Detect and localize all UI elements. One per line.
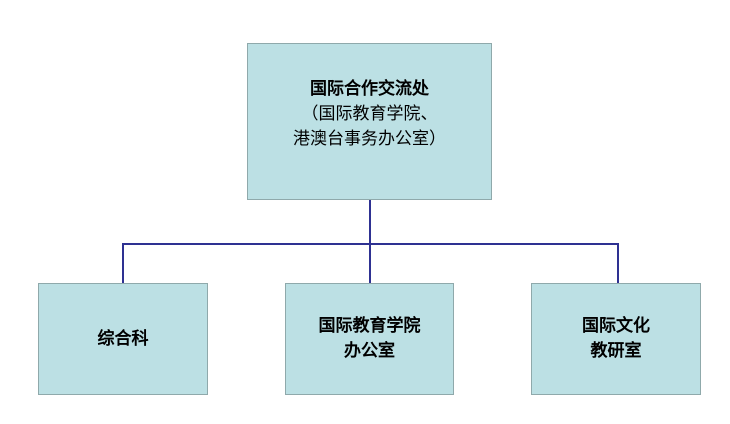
child-label: 国际教育学院: [318, 316, 421, 336]
child-label: 国际文化: [582, 316, 650, 336]
root-subtitle-2: 港澳台事务办公室）: [293, 129, 446, 149]
connector-child-3: [617, 243, 619, 283]
child-label: 综合科: [97, 328, 149, 349]
child-node-general: 综合科: [38, 283, 208, 395]
child-node-intl-edu-office: 国际教育学院 办公室: [285, 283, 454, 395]
connector-child-2: [369, 243, 371, 283]
child-node-culture-research: 国际文化 教研室: [531, 283, 701, 395]
connector-root-down: [369, 199, 371, 245]
root-title: 国际合作交流处: [310, 79, 429, 99]
connector-child-1: [122, 243, 124, 283]
child-label: 教研室: [590, 341, 642, 361]
root-node: 国际合作交流处 （国际教育学院、 港澳台事务办公室）: [247, 43, 492, 200]
root-subtitle-1: （国际教育学院、: [301, 104, 438, 124]
child-label: 办公室: [344, 341, 395, 361]
